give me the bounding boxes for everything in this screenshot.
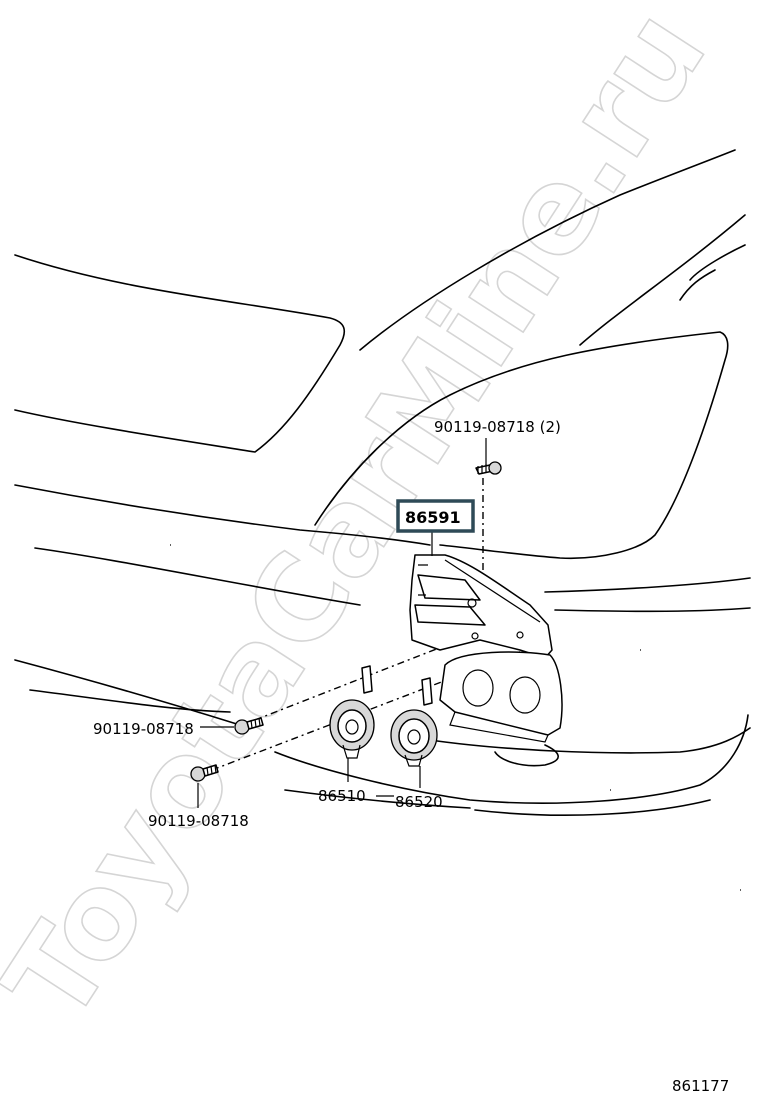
callout-highlighted-part: 86591 [405,508,461,527]
highlight-box [396,499,475,533]
horn-low-pitch-part [329,665,375,759]
bolt-left-icon [234,717,264,735]
horn-housing [439,651,563,743]
watermark-text: ToyotaCarMine.ru [0,0,733,1046]
horn-high-pitch-part [390,677,438,767]
horn-bracket-part [409,554,553,659]
bolt-bottom-icon [190,764,219,782]
callout-bolt-bottom: 90119-08718 [148,812,249,830]
callout-bolt-left: 90119-08718 [93,720,194,738]
callout-horn-low: 86510 [318,787,366,805]
callout-horn-high: 86520 [395,793,443,811]
bolt-top-icon [475,461,502,475]
vehicle-body-outline [14,149,751,891]
figure-number: 861177 [672,1077,729,1095]
callout-bolt-top: 90119-08718 (2) [434,418,561,436]
callout-leaders [197,438,487,808]
